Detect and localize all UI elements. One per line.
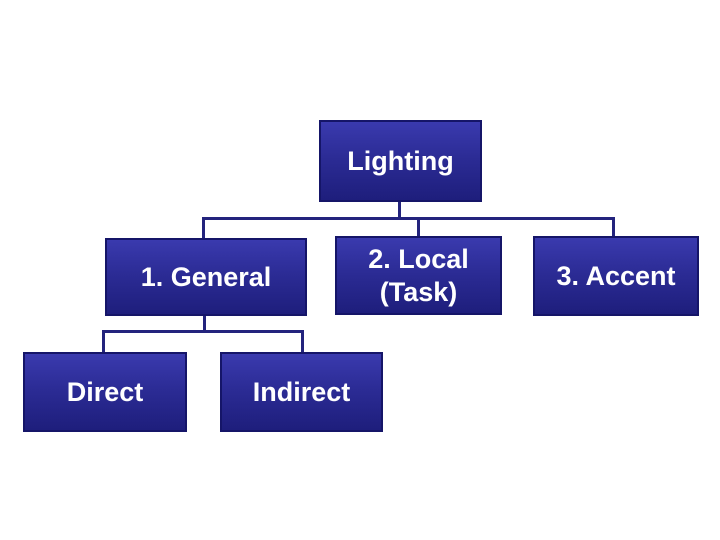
node-indirect: Indirect: [220, 352, 383, 432]
node-local-task: 2. Local (Task): [335, 236, 502, 315]
connector-drop-general: [202, 217, 205, 238]
node-direct: Direct: [23, 352, 187, 432]
node-direct-label: Direct: [66, 376, 144, 407]
connector-lower-rail: [102, 330, 304, 333]
node-indirect-label: Indirect: [252, 376, 351, 407]
node-lighting-label: Lighting: [347, 145, 454, 176]
connector-lighting-stem: [398, 202, 401, 220]
connector-drop-accent: [612, 217, 615, 236]
node-local-task-label: 2. Local (Task): [368, 244, 469, 307]
connector-general-stem: [203, 316, 206, 333]
connector-drop-direct: [102, 330, 105, 352]
connector-top-rail: [202, 217, 615, 220]
node-general-label: 1. General: [140, 261, 272, 292]
node-general: 1. General: [105, 238, 307, 316]
connector-drop-indirect: [301, 330, 304, 352]
node-lighting: Lighting: [319, 120, 482, 202]
node-accent-label: 3. Accent: [556, 260, 676, 291]
connector-drop-local: [417, 217, 420, 236]
node-accent: 3. Accent: [533, 236, 699, 316]
